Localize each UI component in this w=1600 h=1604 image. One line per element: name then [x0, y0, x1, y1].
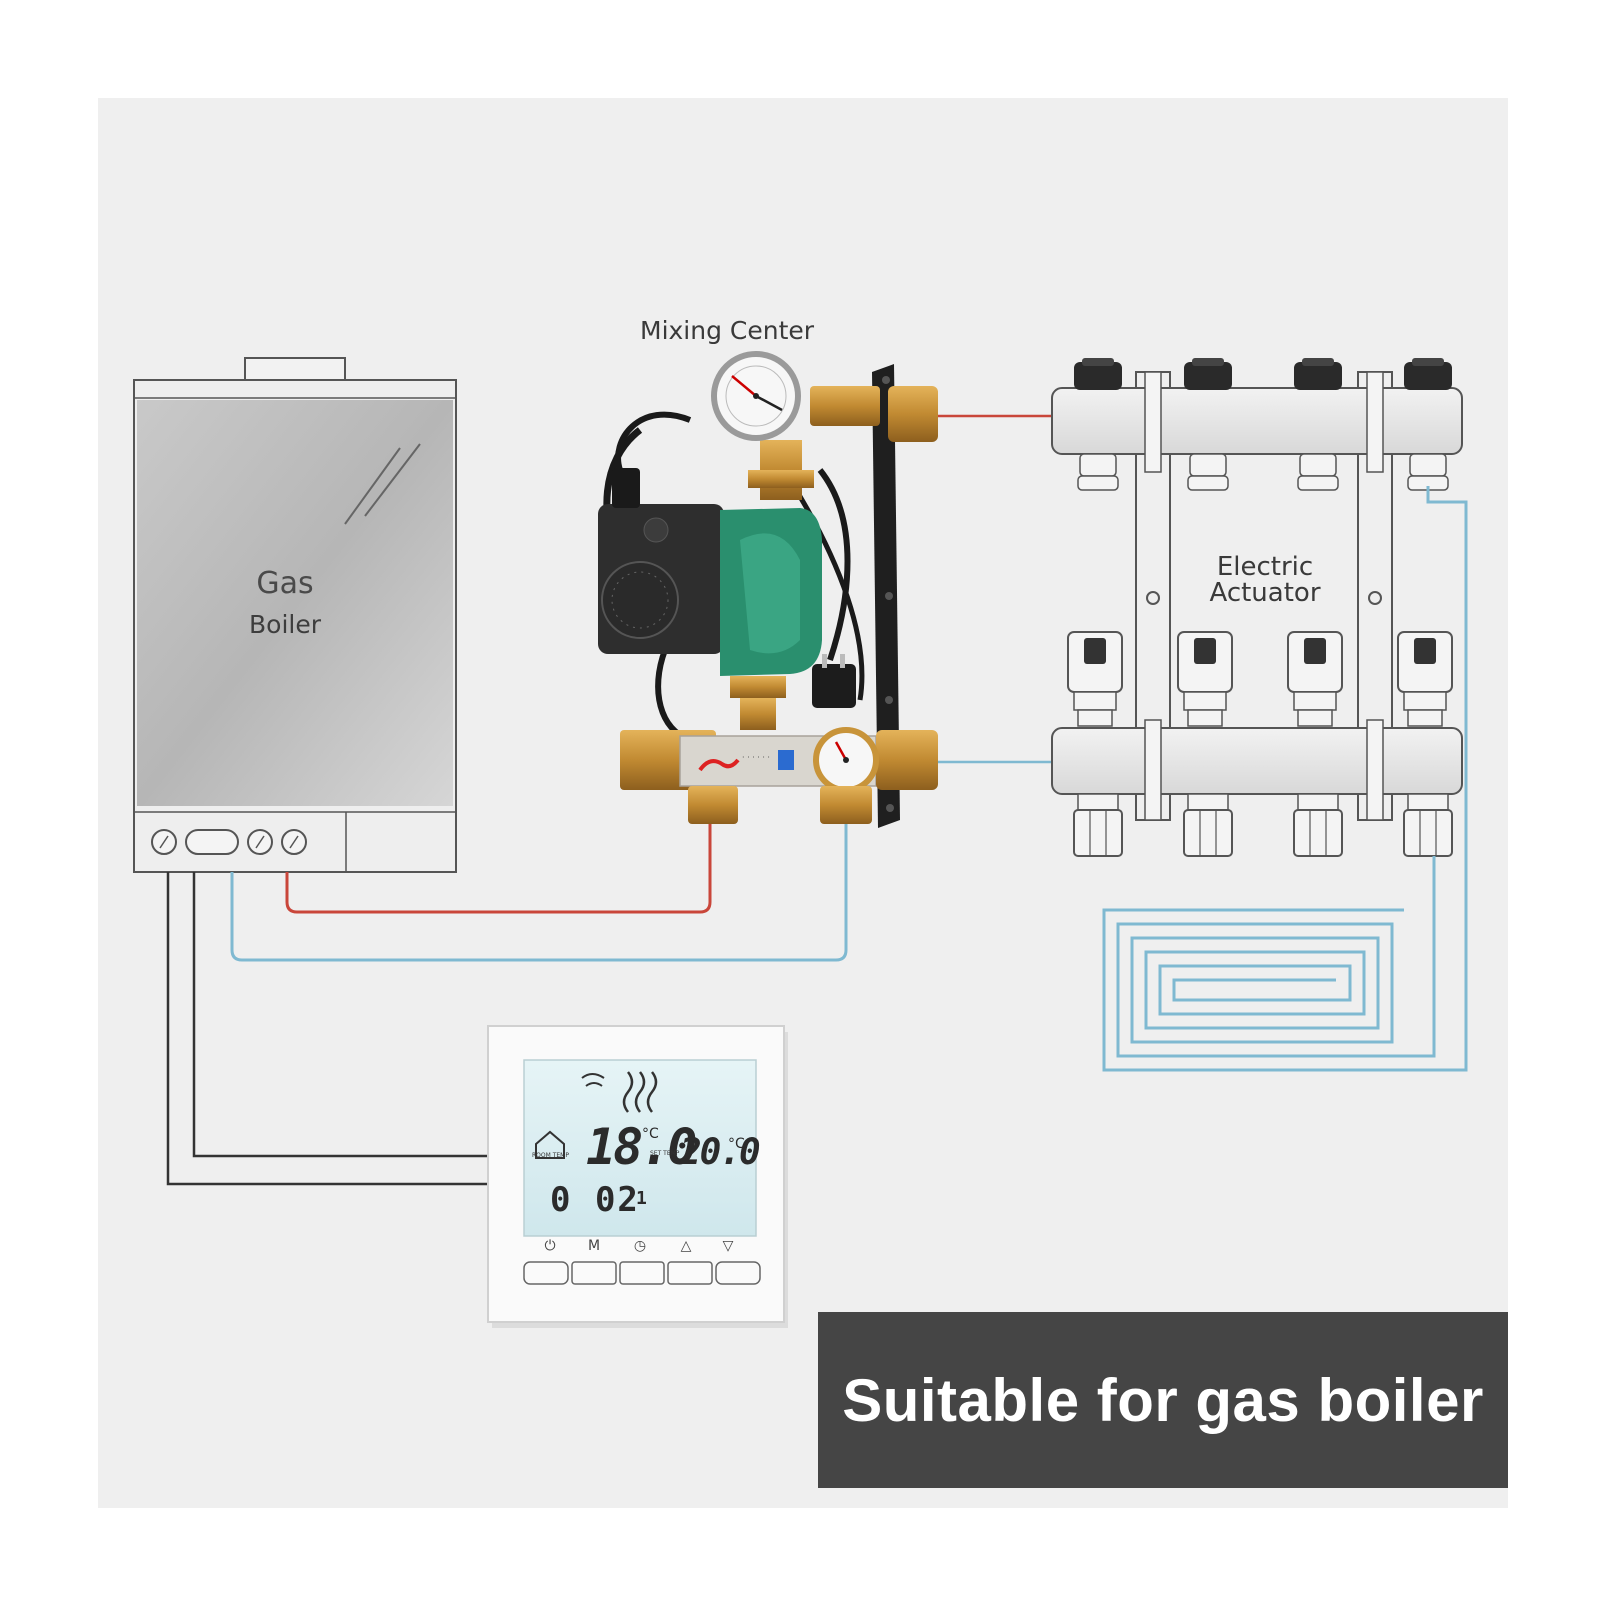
power-icon: ⏻	[544, 1238, 556, 1254]
lcd-clock: 0 02	[550, 1180, 640, 1220]
electric-label: Electric	[1216, 552, 1314, 582]
gas-boiler	[133, 357, 457, 873]
mixing-center-label: Mixing Center	[640, 316, 815, 345]
set-temp-caption: SET TEMP	[650, 1150, 680, 1157]
electric-actuators	[1067, 631, 1453, 727]
mode-label: M	[587, 1238, 601, 1254]
top-valve-caps	[1074, 358, 1452, 491]
lcd-day: 1	[636, 1188, 647, 1209]
gas-label: Gas	[256, 566, 314, 601]
heating-icon	[622, 1071, 658, 1113]
power-button[interactable]	[523, 1261, 569, 1285]
banner-text: Suitable for gas boiler	[842, 1366, 1484, 1434]
hot-supply-pipe	[285, 824, 712, 914]
svg-text:· · · · · ·: · · · · · ·	[742, 753, 770, 762]
clock-button[interactable]	[619, 1261, 665, 1285]
down-triangle-icon: ▽	[722, 1238, 734, 1254]
bottom-outlets	[1073, 793, 1453, 857]
mixing-center: · · · · · ·	[598, 351, 938, 828]
mode-button[interactable]	[571, 1261, 617, 1285]
up-triangle-icon: △	[680, 1238, 692, 1254]
clock-icon: ◷	[633, 1238, 647, 1254]
room-temp-caption: ROOM TEMP	[532, 1152, 569, 1159]
underfloor-heating-loop	[1102, 486, 1468, 1072]
manifold	[1051, 371, 1463, 821]
room-temperature: 18.0	[586, 1118, 697, 1176]
room-temperature-unit: °C	[642, 1126, 659, 1142]
up-button[interactable]	[667, 1261, 713, 1285]
down-button[interactable]	[715, 1261, 761, 1285]
hand-icon	[581, 1073, 605, 1087]
house-icon	[535, 1130, 565, 1159]
caption-banner: Suitable for gas boiler	[818, 1312, 1508, 1488]
set-temperature: 20.0	[680, 1132, 761, 1173]
control-wire	[166, 872, 490, 1186]
cold-return-pipe	[230, 824, 848, 962]
display-window	[185, 829, 239, 855]
set-temperature-unit: °C	[728, 1136, 745, 1152]
thermostat	[487, 1025, 788, 1328]
boiler-label: Boiler	[249, 610, 321, 639]
actuator-label: Actuator	[1209, 578, 1321, 608]
lcd-screen	[523, 1059, 757, 1237]
control-wire	[192, 872, 490, 1158]
